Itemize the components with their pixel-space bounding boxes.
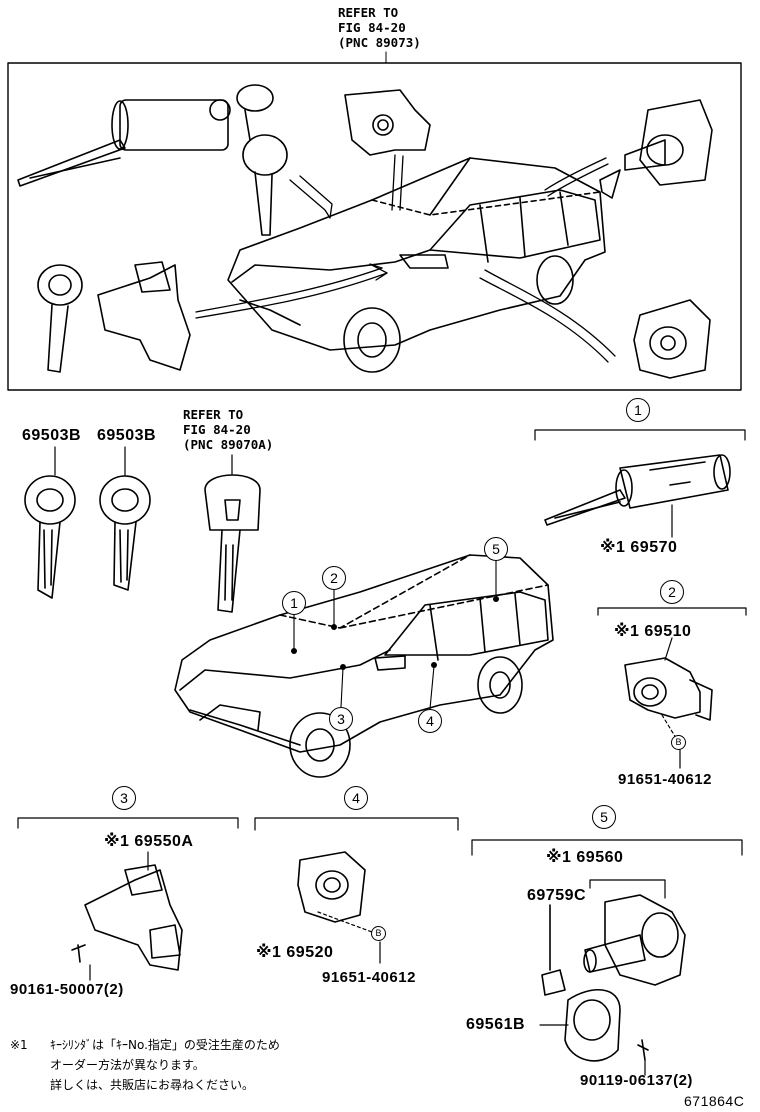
footnote-line2: オーダー方法が異なります。 bbox=[50, 1058, 205, 1072]
footnote-line3: 詳しくは、共販店にお尋ねください。 bbox=[50, 1078, 255, 1092]
group-5-back-door-cylinder-drawing bbox=[471, 839, 743, 1076]
overview-key-left bbox=[37, 264, 83, 373]
group-1-circle: 1 bbox=[626, 398, 650, 422]
top-ref-line3: (PNC 89073) bbox=[338, 35, 421, 50]
group-2-circle: 2 bbox=[660, 580, 684, 604]
car-callout-4: 4 bbox=[418, 709, 442, 733]
mid-ref-line3: (PNC 89070A) bbox=[183, 437, 274, 452]
overview-steering-lock bbox=[97, 261, 191, 371]
footnote-line1: ｷｰｼﾘﾝﾀﾞは「ｷｰNo.指定」の受注生産のため bbox=[50, 1038, 280, 1052]
middle-car-points bbox=[291, 596, 499, 670]
part-number-91651-40612-group-4: 91651-40612 bbox=[322, 969, 416, 986]
part-number-69520: ※1 69520 bbox=[256, 944, 334, 961]
overview-arrows bbox=[195, 154, 616, 363]
footnote-mark: ※1 bbox=[10, 1038, 28, 1052]
figure-id: 671864C bbox=[684, 1093, 745, 1109]
group-3-steering-lock-drawing bbox=[17, 817, 239, 981]
overview-car-drawing bbox=[227, 157, 606, 373]
key-master-drawing bbox=[204, 454, 261, 613]
group-2-door-cylinder-drawing bbox=[597, 607, 747, 769]
group-3-circle: 3 bbox=[112, 786, 136, 810]
part-number-69570: ※1 69570 bbox=[600, 539, 678, 556]
key-69503b-left-drawing bbox=[24, 446, 76, 599]
car-callout-3: 3 bbox=[329, 707, 353, 731]
car-callout-5: 5 bbox=[484, 537, 508, 561]
part-number-69560: ※1 69560 bbox=[546, 849, 624, 866]
part-number-90119-06137: 90119-06137(2) bbox=[580, 1072, 693, 1089]
part-number-key-left: 69503B bbox=[22, 427, 82, 444]
bolt-tag-b-group-2: B bbox=[671, 735, 686, 750]
middle-car-drawing bbox=[174, 554, 554, 778]
car-callout-2: 2 bbox=[322, 566, 346, 590]
mid-ref-line1: REFER TO bbox=[183, 407, 244, 422]
part-number-69550a: ※1 69550A bbox=[104, 833, 194, 850]
car-callout-1: 1 bbox=[282, 591, 306, 615]
mid-ref-line2: FIG 84-20 bbox=[183, 422, 251, 437]
part-number-90161-50007: 90161-50007(2) bbox=[10, 981, 124, 998]
overview-back-door-cylinder bbox=[599, 99, 713, 199]
overview-door-cylinder-top bbox=[344, 89, 431, 156]
bolt-tag-b-group-4: B bbox=[371, 926, 386, 941]
middle-car-leaders bbox=[293, 559, 497, 710]
group-4-circle: 4 bbox=[344, 786, 368, 810]
top-overview-frame bbox=[7, 62, 742, 391]
group-4-door-cylinder-drawing bbox=[254, 817, 459, 964]
overview-door-cylinder-bottom bbox=[633, 299, 711, 379]
overview-ignition-cylinder bbox=[17, 84, 288, 236]
part-number-69510: ※1 69510 bbox=[614, 623, 692, 640]
part-number-69561b: 69561B bbox=[466, 1016, 526, 1033]
group-5-circle: 5 bbox=[592, 805, 616, 829]
key-69503b-mid-drawing bbox=[99, 446, 151, 591]
part-number-69759c: 69759C bbox=[527, 887, 587, 904]
top-ref-line2: FIG 84-20 bbox=[338, 20, 406, 35]
group-1-ignition-cylinder-drawing bbox=[534, 429, 746, 538]
part-number-91651-40612-group-2: 91651-40612 bbox=[618, 771, 712, 788]
part-number-key-mid: 69503B bbox=[97, 427, 157, 444]
top-ref-line1: REFER TO bbox=[338, 5, 399, 20]
